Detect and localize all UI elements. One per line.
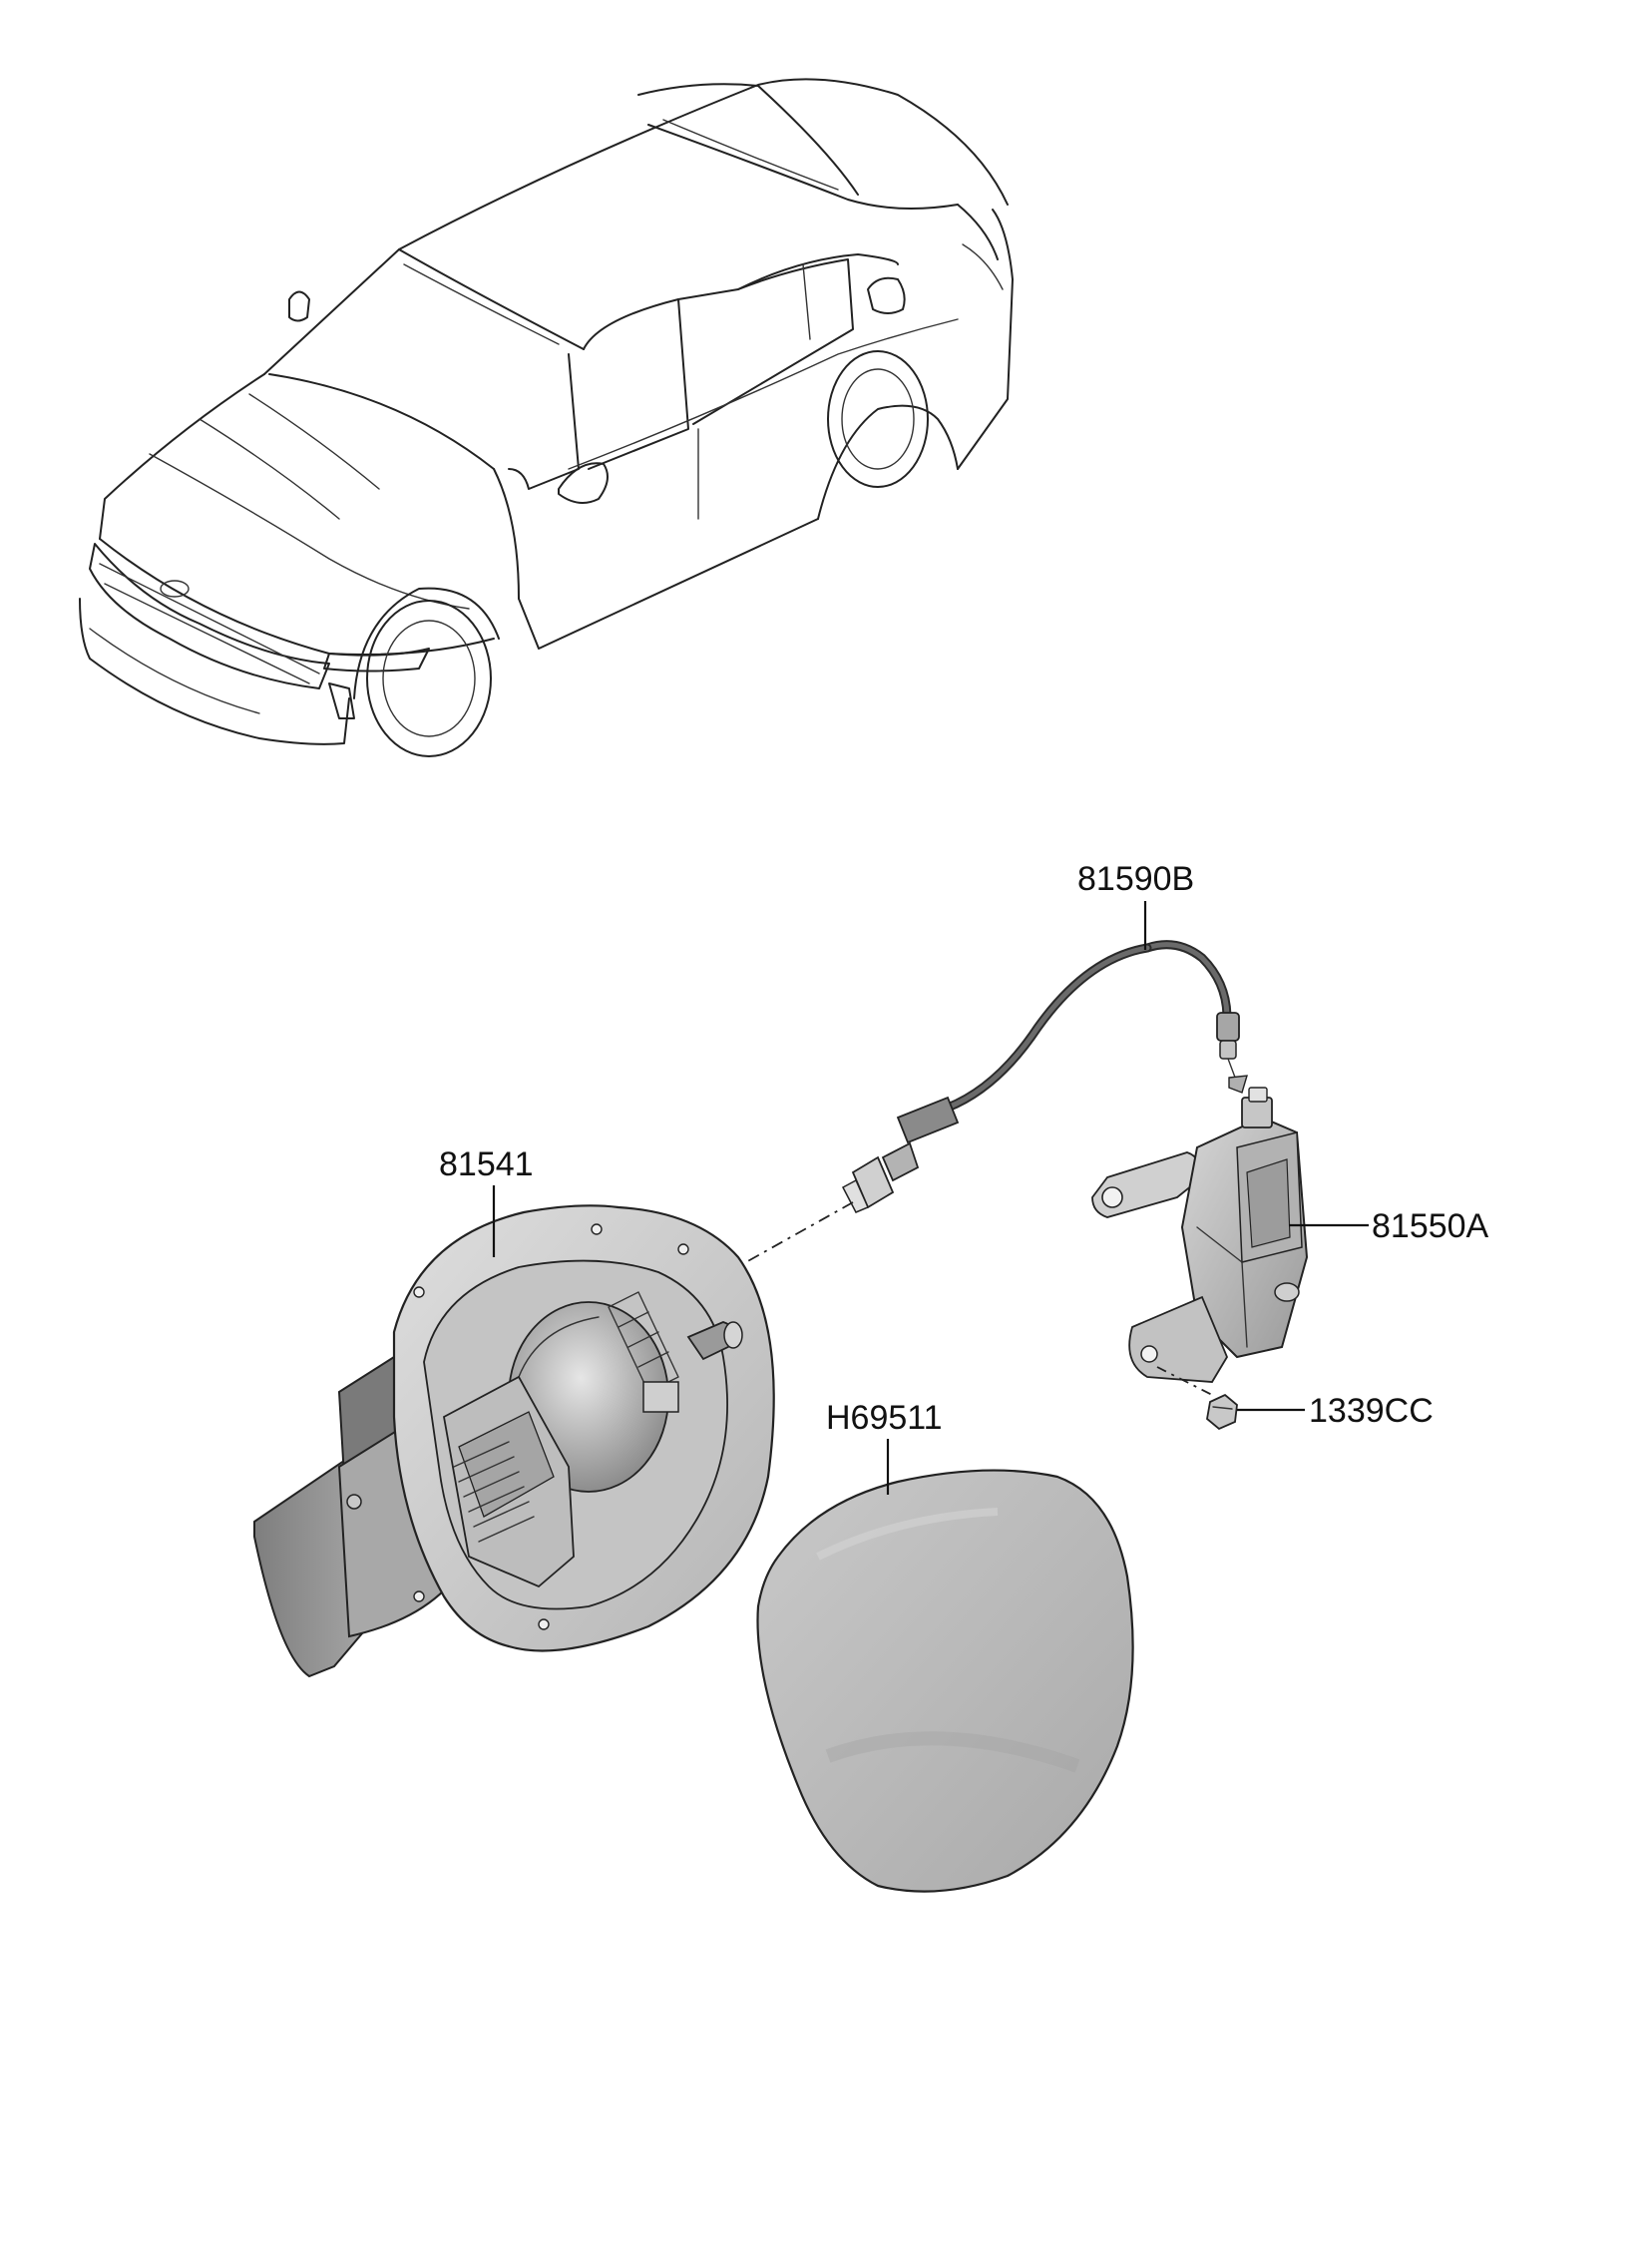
screw-part [1206, 1393, 1238, 1431]
callout-leaders [492, 901, 1369, 1495]
part-label-81550a: 81550A [1372, 1207, 1489, 1245]
part-label-1339cc: 1339CC [1309, 1392, 1434, 1430]
fuel-filler-door-part [756, 1469, 1134, 1893]
part-label-h69511: H69511 [826, 1399, 943, 1437]
part-label-81590b: 81590B [1077, 860, 1194, 898]
part-label-81541: 81541 [439, 1145, 534, 1183]
vehicle-outline [79, 78, 1014, 757]
fuel-door-actuator-part [1091, 1087, 1309, 1396]
release-cable-part [727, 940, 1248, 1273]
fuel-filler-housing-part [253, 1204, 775, 1678]
